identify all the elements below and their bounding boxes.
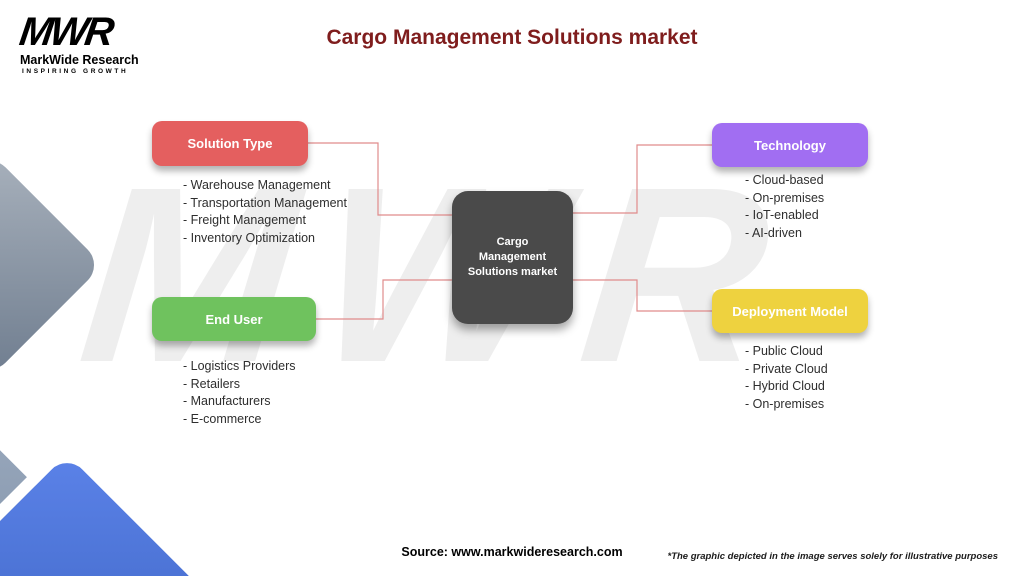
logo-tagline: INSPIRING GROWTH [22, 68, 129, 75]
list-item: - Cloud-based [745, 173, 824, 187]
list-item: - Freight Management [183, 213, 306, 227]
solution-type-label: Solution Type [187, 136, 273, 151]
connector-solution-type [308, 142, 452, 216]
list-item: - Warehouse Management [183, 178, 331, 192]
center-node: Cargo Management Solutions market [452, 191, 573, 324]
list-item: - Logistics Providers [183, 359, 296, 373]
list-item: - Inventory Optimization [183, 230, 315, 245]
list-item: - Retailers [183, 376, 240, 391]
solution-type-list: - Warehouse Management - Transportation … [183, 177, 347, 247]
list-item: - Private Cloud [745, 361, 828, 376]
disclaimer-text: *The graphic depicted in the image serve… [667, 551, 999, 562]
deployment-model-list: - Public Cloud - Private Cloud - Hybrid … [745, 343, 828, 413]
deployment-model-label: Deployment Model [732, 303, 848, 319]
technology-list: - Cloud-based - On-premises - IoT-enable… [745, 172, 824, 242]
list-item: - IoT-enabled [745, 208, 819, 222]
list-item: - Hybrid Cloud [745, 379, 825, 393]
list-item: - On-premises [745, 190, 825, 205]
deployment-model-box: Deployment Model [712, 289, 868, 333]
technology-label: Technology [754, 137, 826, 153]
logo-name: MarkWide Research [20, 53, 139, 67]
end-user-box: End User [152, 297, 316, 341]
technology-box: Technology [712, 123, 868, 167]
list-item: - Public Cloud [745, 344, 823, 358]
end-user-label: End User [205, 311, 263, 327]
list-item: - On-premises [745, 396, 825, 411]
solution-type-box: Solution Type [152, 121, 308, 166]
markwide-logo: MWR MarkWide Research INSPIRING GROWTH [17, 10, 139, 75]
page-title: Cargo Management Solutions market [326, 26, 698, 49]
end-user-list: - Logistics Providers - Retailers - Manu… [183, 358, 296, 428]
connector-end-user [316, 279, 452, 320]
list-item: - E-commerce [183, 411, 262, 426]
list-item: - AI-driven [745, 225, 802, 240]
connector-technology [573, 144, 712, 214]
list-item: - Transportation Management [183, 195, 347, 210]
list-item: - Manufacturers [183, 394, 271, 408]
connector-deployment-model [573, 279, 712, 312]
center-node-label: Cargo Management Solutions market [467, 236, 558, 278]
source-text: Source: www.markwideresearch.com [401, 545, 623, 559]
